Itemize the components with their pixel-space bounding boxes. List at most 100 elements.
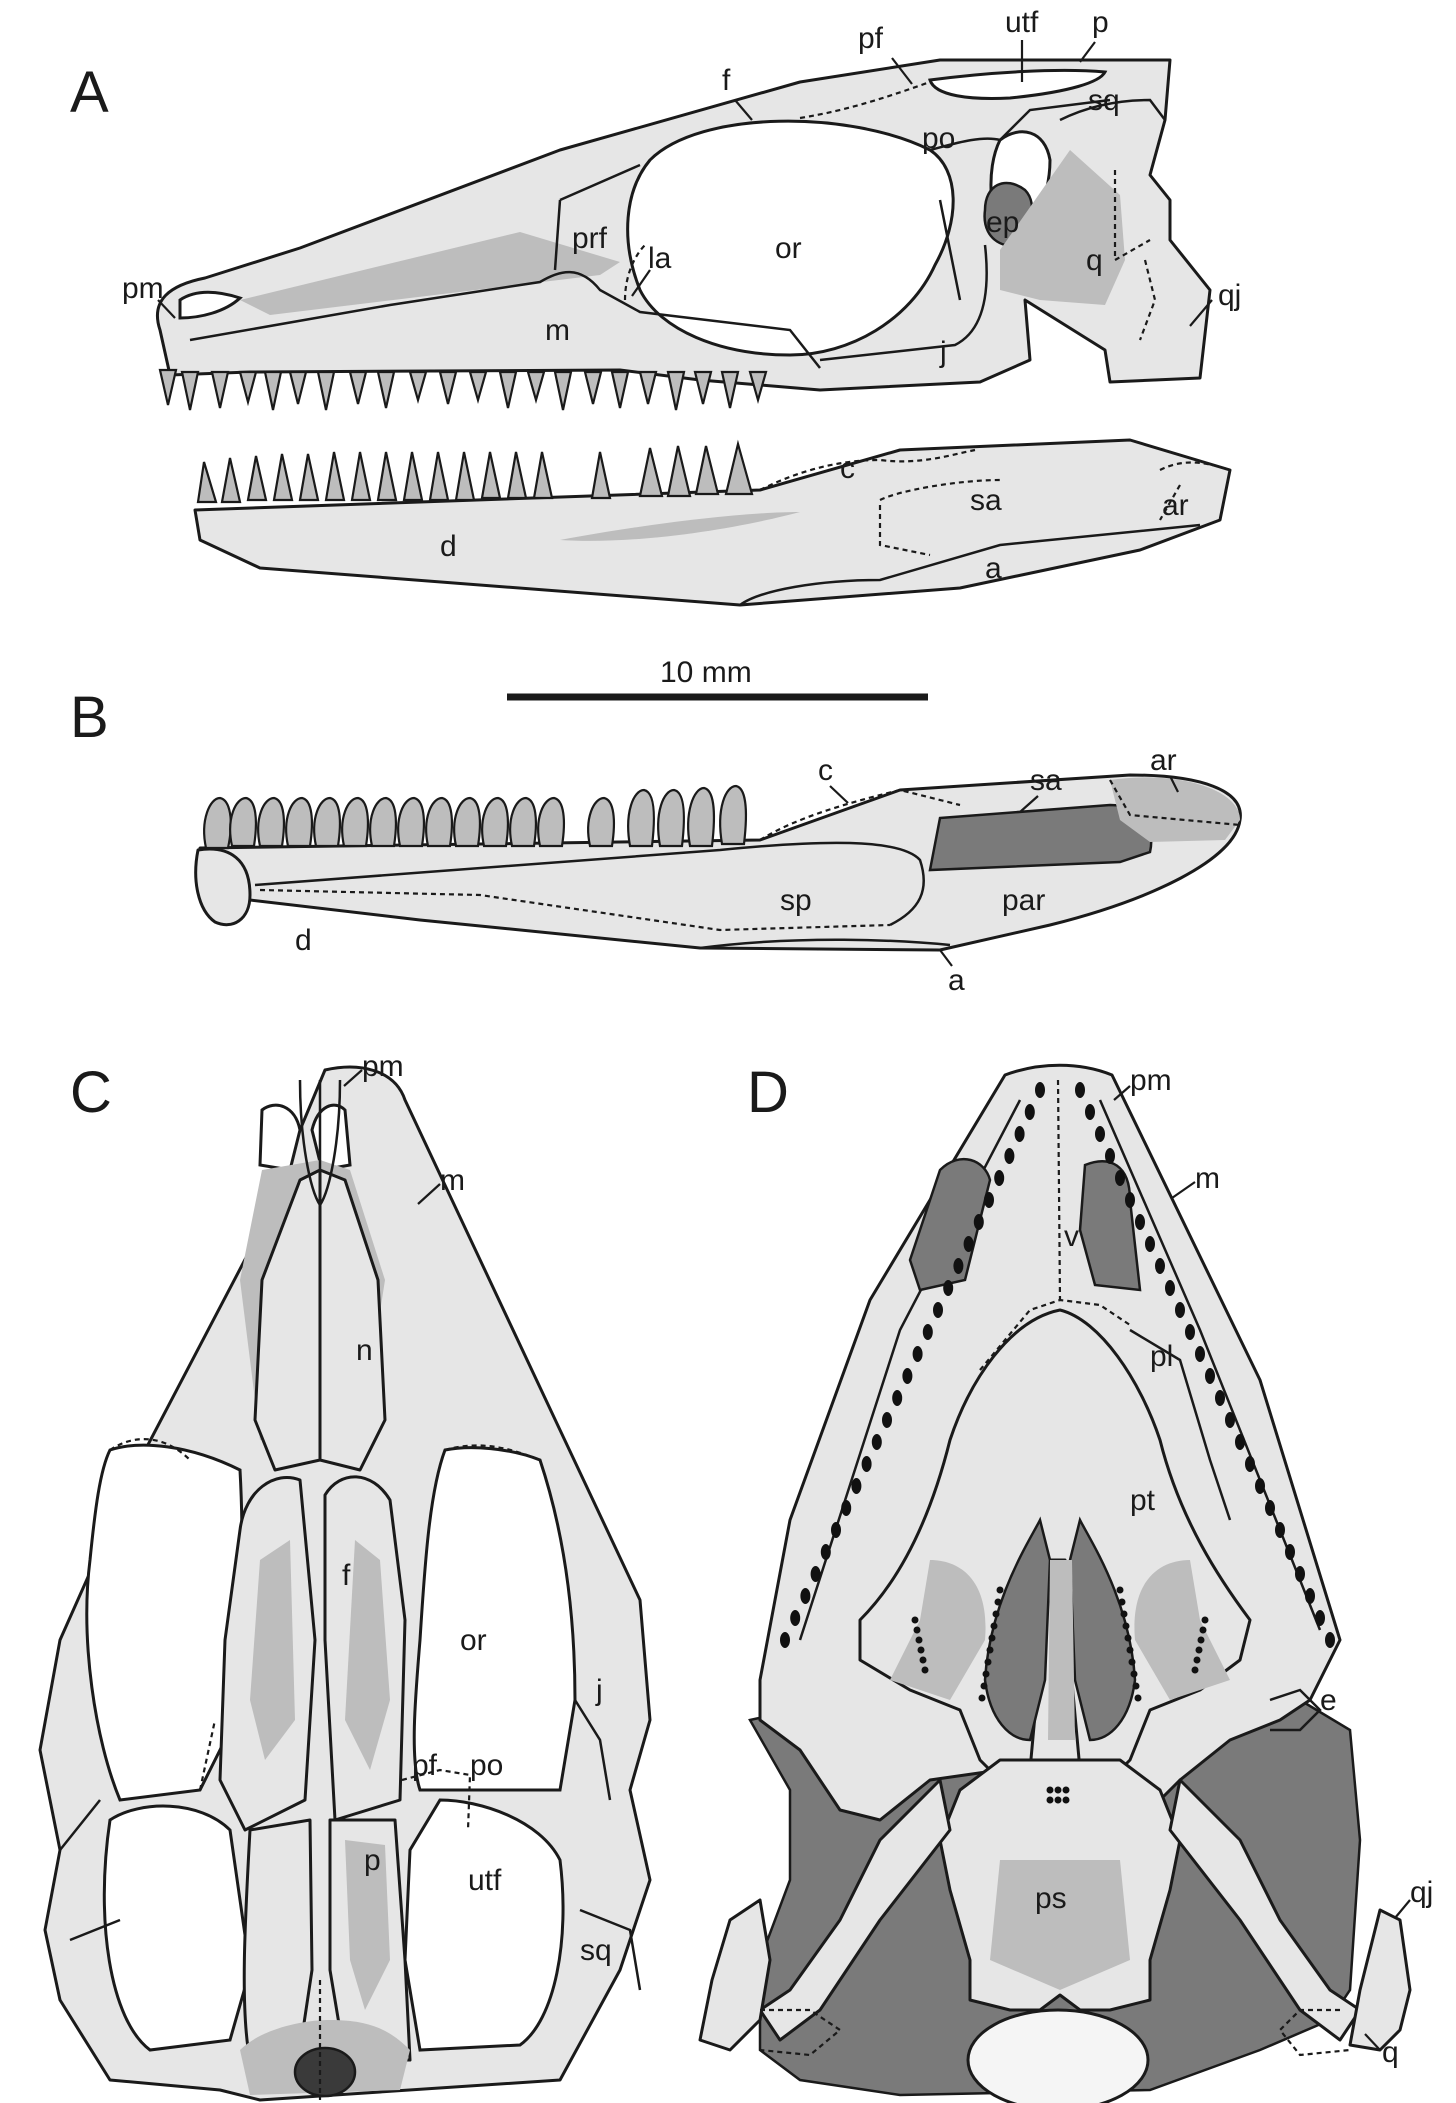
marginal-tooth-dot	[1265, 1500, 1275, 1516]
leader-a-p	[1079, 41, 1096, 63]
marginal-tooth-dot	[1014, 1126, 1025, 1142]
palatal-tooth-dot	[913, 1626, 921, 1634]
palatal-tooth-dot	[1054, 1786, 1062, 1794]
marginal-tooth-dot	[882, 1412, 892, 1428]
tooth	[481, 796, 509, 848]
label-b-d: d	[295, 924, 312, 957]
palatal-tooth-dot	[1130, 1670, 1138, 1678]
palatal-tooth-dot	[917, 1646, 925, 1654]
label-a-q: q	[1086, 244, 1103, 277]
label-b-a: a	[948, 964, 965, 997]
marginal-tooth-dot	[861, 1456, 872, 1472]
tooth	[694, 445, 720, 496]
label-a-d: d	[440, 530, 457, 563]
label-a-la: la	[648, 242, 672, 275]
marginal-tooth-dot	[963, 1236, 974, 1252]
marginal-tooth-dot	[902, 1368, 913, 1384]
label-d-v: v	[1064, 1220, 1079, 1253]
palatal-tooth-dot	[921, 1666, 929, 1674]
label-c-sq: sq	[580, 1934, 612, 1967]
palatal-tooth-dot	[1116, 1586, 1124, 1594]
prefrontal-suture-left-c	[198, 1719, 217, 1791]
angular-outline-a	[739, 523, 1201, 607]
interpterygoid-vacuity-left	[983, 1516, 1052, 1742]
tooth	[468, 370, 488, 405]
label-a-po: po	[922, 122, 955, 155]
label-a-pm: pm	[122, 272, 164, 305]
tooth	[537, 796, 565, 848]
palatal-tooth-dot	[1122, 1622, 1130, 1630]
scale-bar-label: 10 mm	[660, 656, 752, 689]
marginal-tooth-dot	[973, 1214, 984, 1230]
marginal-teeth-d	[780, 1082, 1335, 1648]
marginal-tooth-dot	[933, 1302, 943, 1318]
marginal-tooth-dot	[831, 1522, 841, 1538]
quadratojugal-right-suture	[1278, 2008, 1351, 2057]
marginal-tooth-dot	[1024, 1104, 1035, 1120]
marginal-tooth-dot	[1155, 1258, 1165, 1274]
leader-d-q	[1364, 2033, 1381, 2051]
leader-c-m	[417, 1183, 441, 1205]
tooth	[272, 453, 294, 502]
frontal-shade-right	[345, 1540, 390, 1770]
tooth	[238, 370, 258, 407]
tooth	[506, 451, 528, 500]
palatal-tooth-dot	[984, 1658, 992, 1666]
marginal-tooth-dot	[1075, 1082, 1085, 1098]
panel-c: C pm m	[38, 1050, 652, 2102]
leader-d-m	[1171, 1181, 1196, 1199]
marginal-tooth-dot	[800, 1588, 811, 1604]
leader-a-qj	[1189, 299, 1213, 327]
marginal-tooth-dot	[1095, 1126, 1105, 1142]
label-a-utf: utf	[1005, 6, 1039, 39]
parietal-foramen-c	[293, 2046, 357, 2098]
marginal-tooth-dot	[922, 1324, 933, 1340]
tooth	[376, 370, 396, 409]
naris-left-c	[258, 1103, 302, 1172]
palatal-tooth-dot	[1054, 1796, 1062, 1804]
choana-right-d	[1078, 1160, 1142, 1292]
label-d-m: m	[1195, 1162, 1220, 1195]
label-a-p: p	[1092, 6, 1109, 39]
tooth	[402, 451, 424, 502]
tooth	[590, 451, 612, 500]
vomer-palatine-suture-d	[979, 1298, 1131, 1371]
leader-c-pm	[343, 1069, 363, 1087]
tooth	[693, 370, 713, 405]
marginal-tooth-dot	[1245, 1456, 1255, 1472]
marginal-tooth-dot	[984, 1192, 994, 1208]
postorbital-outline-a	[929, 98, 1111, 152]
marginal-tooth-dot	[1215, 1390, 1225, 1406]
quadrate-shade-a	[1000, 150, 1125, 305]
splenial-lower-suture-b	[259, 888, 891, 932]
label-a-qj: qj	[1218, 279, 1241, 312]
tooth	[428, 451, 450, 502]
label-d-pt: pt	[1130, 1484, 1156, 1517]
upper-teeth-a	[158, 368, 768, 411]
palatal-tooth-dot	[1134, 1694, 1142, 1702]
label-a-pf: pf	[858, 22, 884, 55]
label-a-a: a	[985, 552, 1002, 585]
marginal-tooth-dot	[953, 1258, 964, 1274]
tooth	[454, 451, 476, 502]
pterygoid-ramus-right	[1168, 1778, 1362, 2042]
palatal-tooth-dot	[1193, 1656, 1201, 1664]
tooth	[553, 370, 573, 411]
marginal-tooth-dot	[1225, 1412, 1235, 1428]
marginal-tooth-dot	[892, 1390, 903, 1406]
tooth	[526, 370, 546, 405]
parietal-shade-right	[345, 1840, 390, 2010]
tooth	[638, 447, 664, 498]
parasphenoid-shade-d	[990, 1860, 1130, 1990]
postfrontal-suture-a	[799, 80, 931, 120]
coronoid-suture-a	[759, 448, 976, 491]
palatal-tooth-dot	[1062, 1786, 1070, 1794]
snout-shade-a	[240, 232, 620, 315]
tooth	[627, 788, 656, 848]
pterygoid-shade-left	[890, 1560, 986, 1700]
premaxilla-outline-c	[298, 1079, 342, 1208]
leader-a-pm	[157, 299, 176, 319]
tooth	[453, 796, 481, 848]
marginal-tooth-dot	[1235, 1434, 1245, 1450]
